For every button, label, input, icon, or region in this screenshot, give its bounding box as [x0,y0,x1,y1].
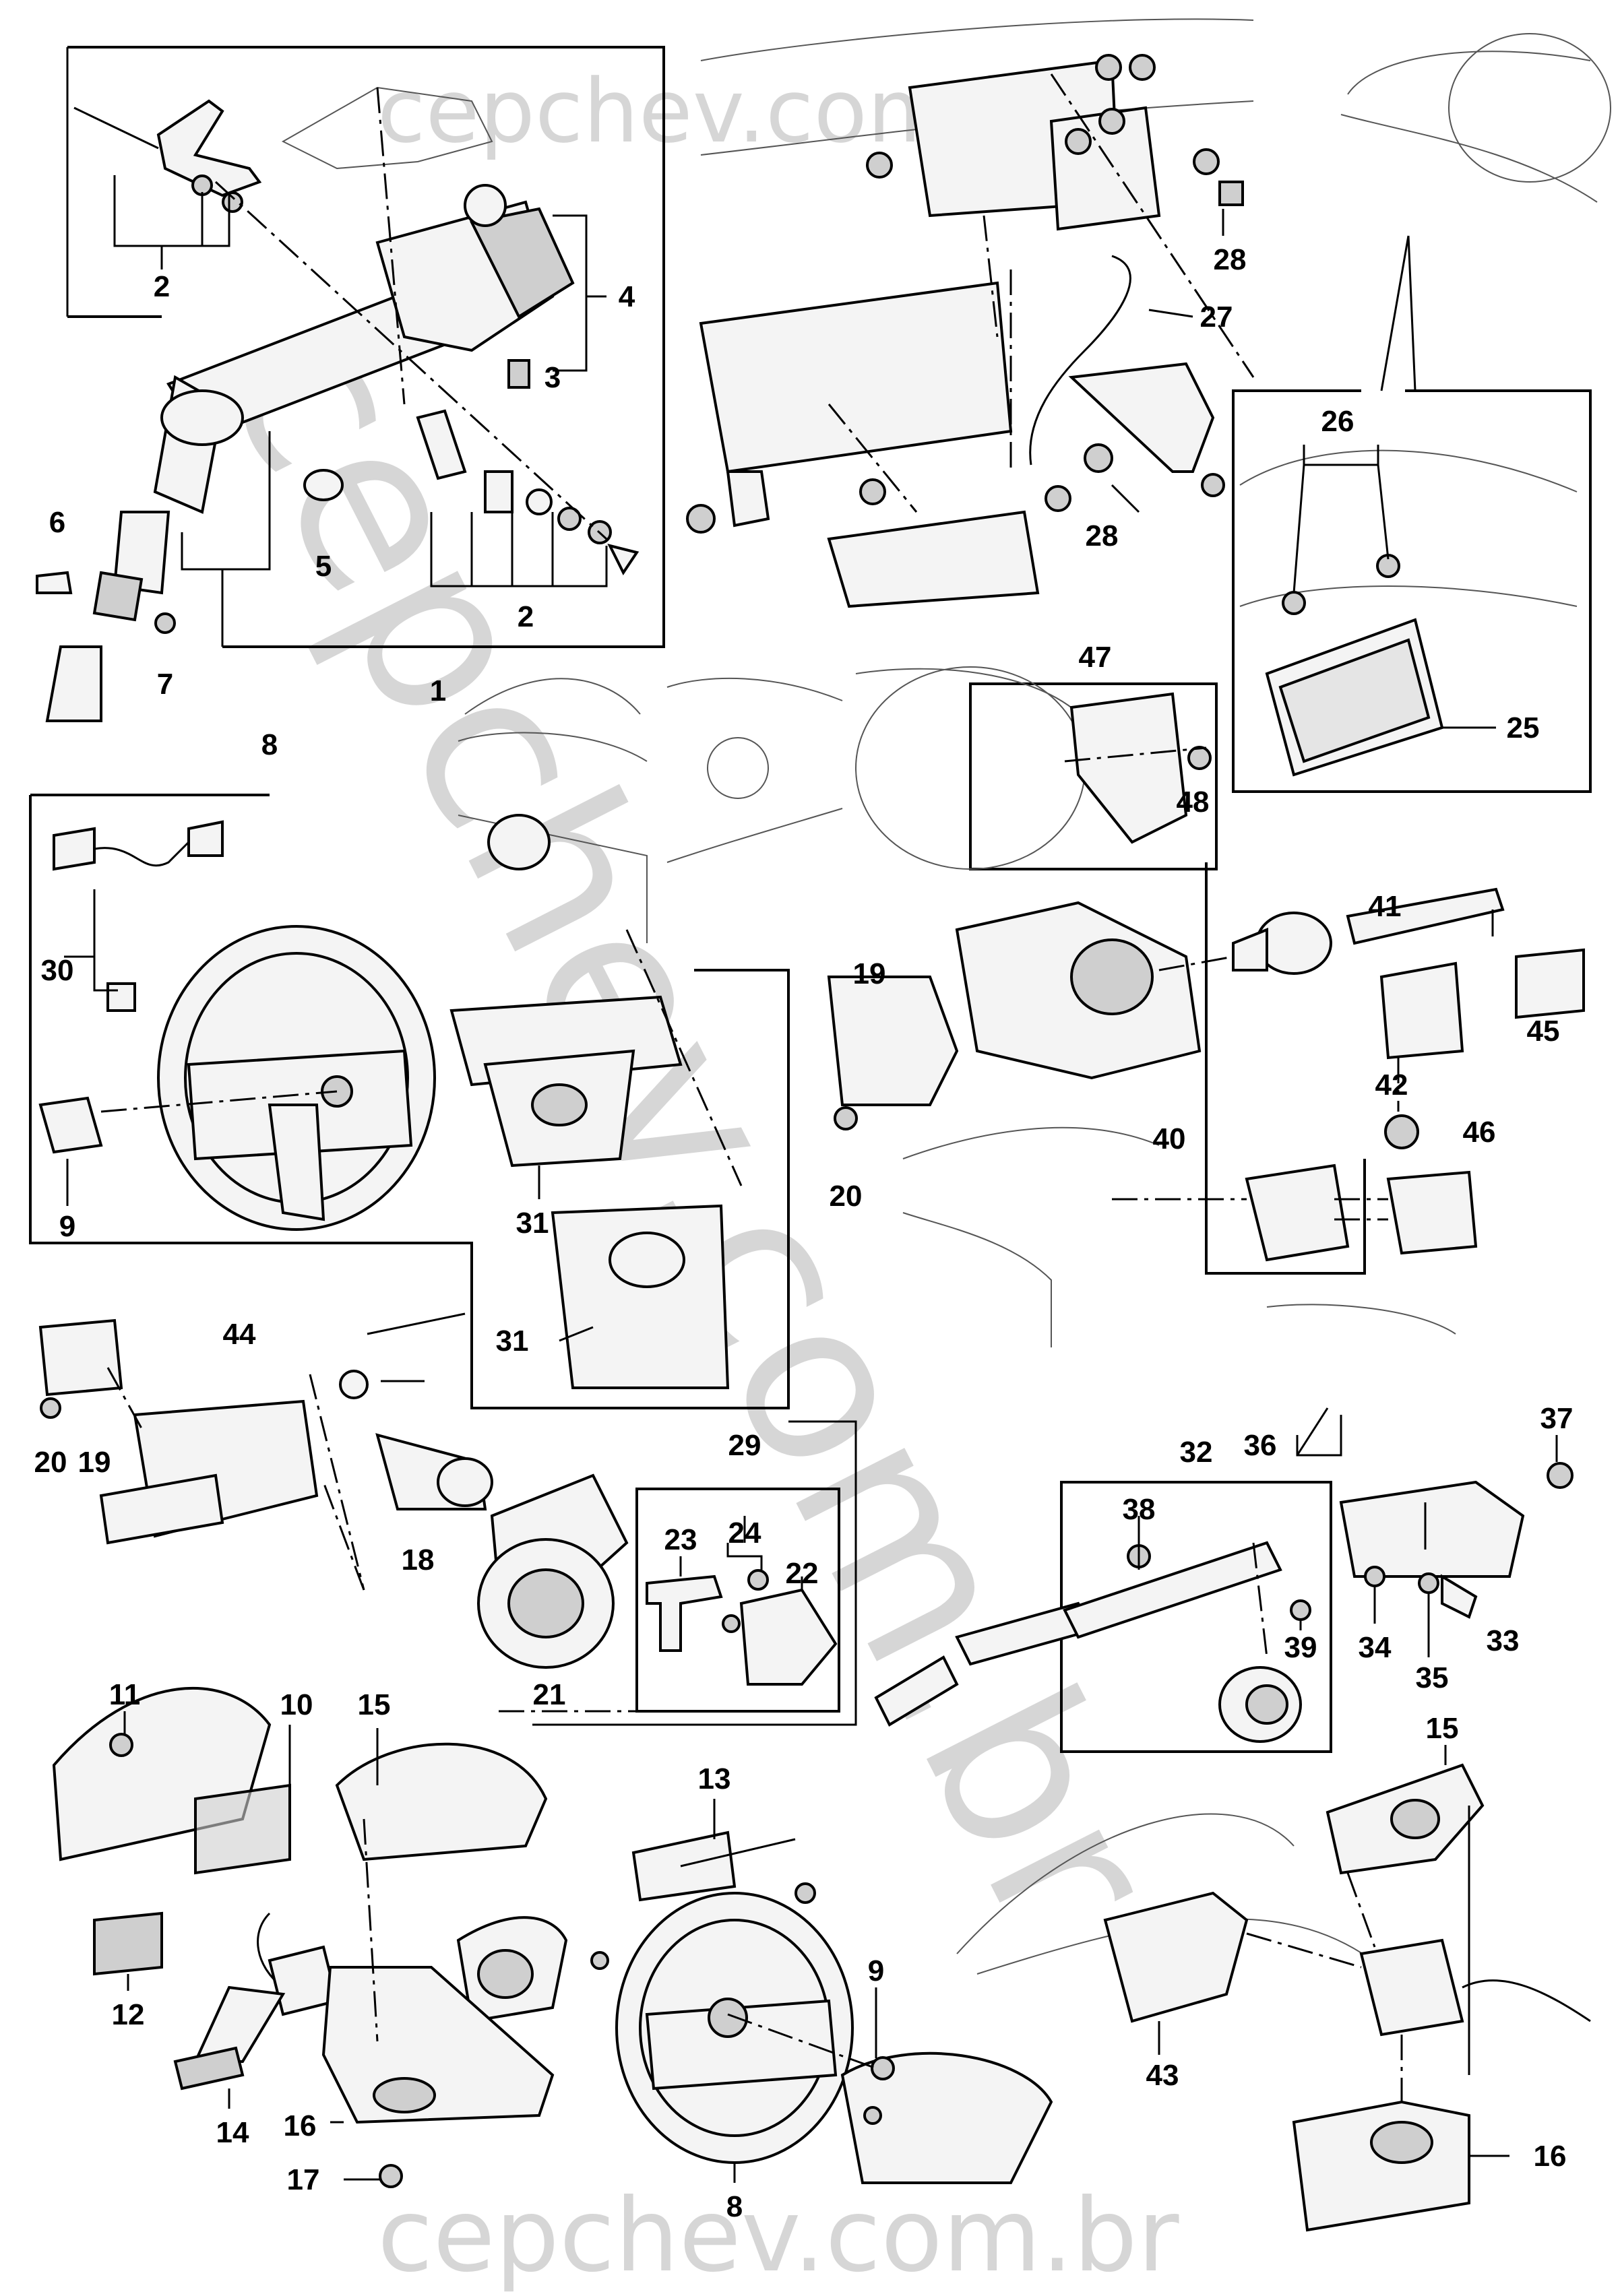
callout-28: 28 [1086,519,1119,552]
callout-40: 40 [1153,1122,1186,1155]
steering-column-assembly [36,86,640,722]
callout-9: 9 [868,1954,884,1987]
callout-10: 10 [280,1688,313,1721]
callout-47: 47 [1079,641,1112,674]
callout-48: 48 [1177,786,1210,819]
callout-29: 29 [728,1429,761,1462]
callout-5: 5 [315,550,332,583]
callout-45: 45 [1527,1015,1560,1048]
callout-labels: 1 2 2 3 4 5 6 7 8 8 9 9 10 11 12 13 14 1… [34,243,1574,2223]
callout-31: 31 [516,1207,549,1240]
callout-16: 16 [284,2109,317,2142]
vehicle-view-module [1239,33,1611,777]
callout-13: 13 [698,1762,731,1795]
steering-shaft-group [874,1304,1574,1743]
ignition-switch-group [827,887,1585,1347]
callout-9: 9 [59,1210,75,1243]
callout-4: 4 [619,280,635,313]
callout-32: 32 [1180,1436,1213,1469]
callout-20: 20 [34,1446,67,1479]
callout-14: 14 [216,2116,249,2149]
callout-39: 39 [1284,1631,1317,1664]
steering-wheel-lower [590,1882,1053,2184]
instrument-trim-group [52,1686,796,2188]
callout-43: 43 [1146,2059,1179,2092]
callout-2: 2 [154,270,170,303]
callout-15: 15 [358,1688,391,1721]
cockpit-views [458,666,1212,943]
callout-46: 46 [1463,1116,1496,1149]
steering-wheel-group [38,820,743,1389]
callout-21: 21 [533,1678,566,1711]
callout-17: 17 [287,2163,320,2196]
callout-1: 1 [430,674,446,707]
callout-41: 41 [1369,890,1402,923]
dashboard-bracket-assembly [686,18,1255,608]
callout-34: 34 [1359,1631,1392,1664]
callout-31: 31 [496,1325,529,1358]
callout-42: 42 [1375,1069,1408,1102]
callout-24: 24 [728,1517,761,1550]
callout-12: 12 [112,1998,145,2031]
callout-37: 37 [1540,1402,1574,1435]
callout-16: 16 [1534,2140,1567,2173]
callout-35: 35 [1416,1661,1449,1694]
callout-26: 26 [1321,405,1354,438]
callout-18: 18 [402,1543,435,1576]
callout-6: 6 [49,506,65,539]
callout-36: 36 [1244,1429,1277,1462]
callout-44: 44 [223,1318,256,1351]
callout-2: 2 [518,600,534,633]
callout-27: 27 [1200,300,1233,333]
callout-22: 22 [786,1557,819,1590]
callout-8: 8 [261,728,278,761]
column-cover-group [956,1745,1591,2232]
callout-8: 8 [726,2190,743,2223]
callout-38: 38 [1123,1493,1156,1526]
callout-19: 19 [853,957,886,990]
callout-33: 33 [1487,1624,1520,1657]
key-group [646,1516,838,1686]
callout-30: 30 [41,954,74,987]
lock-cylinder-group [38,1318,629,1669]
frames [29,46,1592,1753]
callout-25: 25 [1507,711,1540,744]
callout-11: 11 [109,1678,141,1711]
watermark-bottom: cepchev.com.br [377,2177,1179,2295]
callout-3: 3 [544,361,561,394]
callout-28: 28 [1214,243,1247,276]
callout-19: 19 [78,1446,111,1479]
callout-7: 7 [157,668,173,701]
callout-15: 15 [1426,1712,1459,1745]
callout-23: 23 [664,1523,697,1556]
callout-20: 20 [830,1180,863,1213]
